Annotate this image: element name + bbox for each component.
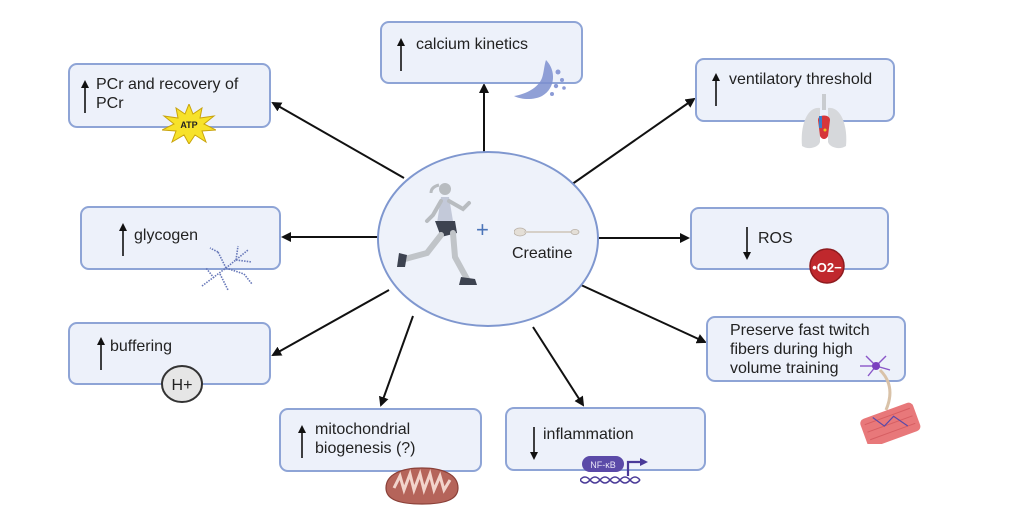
effect-label-fast-twitch: Preserve fast twitch fibers during high … <box>730 322 870 377</box>
effect-label-ventilatory: ventilatory threshold <box>729 71 873 88</box>
arrow-to-inflammation <box>532 326 585 407</box>
arrow-to-pcr <box>271 102 405 179</box>
effect-box-fast-twitch: Preserve fast twitch fibers during high … <box>706 316 906 382</box>
arrow-to-buffering <box>271 289 390 356</box>
down-arrow-icon <box>530 427 538 460</box>
hydrogen-ion-icon: H+ <box>161 365 203 403</box>
effect-label-calcium: calcium kinetics <box>416 36 529 53</box>
down-arrow-icon <box>743 227 751 260</box>
lungs-heart-icon <box>801 94 847 149</box>
effect-label-buffering: buffering <box>110 338 172 355</box>
effect-box-ros: ROS <box>690 207 889 270</box>
arrow-to-ventilatory <box>567 97 696 188</box>
superoxide-icon: •O2− <box>809 248 845 284</box>
effect-label-ros: ROS <box>758 230 793 247</box>
glycogen-icon <box>201 245 253 291</box>
superoxide-text: •O2− <box>812 260 842 275</box>
scoop-icon <box>514 227 580 237</box>
creatine-label: Creatine <box>512 245 573 262</box>
sarcoplasmic-reticulum-icon <box>514 60 566 99</box>
arrow-to-fast-twitch <box>580 284 707 344</box>
arrow-to-mitochondrial <box>379 315 414 407</box>
effect-label-pcr: PCr and recovery of PCr <box>96 76 239 112</box>
plus-sign: + <box>476 217 489 242</box>
effect-box-glycogen: glycogen <box>80 206 281 270</box>
runner-creatine-hub: + Creatine <box>377 151 599 327</box>
effect-label-glycogen: glycogen <box>134 227 199 244</box>
up-arrow-icon <box>298 425 306 458</box>
up-arrow-icon <box>81 80 89 113</box>
up-arrow-icon <box>712 73 720 106</box>
hydrogen-ion-text: H+ <box>172 377 193 394</box>
neuron-muscle-icon <box>860 355 921 444</box>
up-arrow-icon <box>97 337 105 370</box>
effect-label-inflammation: inflammation <box>543 426 634 443</box>
runner-icon <box>397 183 477 285</box>
effect-label-mitochondrial: mitochondrial biogenesis (?) <box>315 421 416 457</box>
atp-starburst-icon: ATP <box>162 104 216 144</box>
atp-text: ATP <box>180 120 197 130</box>
up-arrow-icon <box>397 38 405 71</box>
nfkb-dna-icon: NF-κB <box>580 456 648 484</box>
mitochondrion-icon <box>385 467 459 505</box>
effect-box-ventilatory: ventilatory threshold <box>695 58 895 122</box>
effect-box-mitochondrial: mitochondrial biogenesis (?) <box>279 408 482 472</box>
nfkb-text: NF-κB <box>590 460 616 470</box>
up-arrow-icon <box>119 223 127 256</box>
